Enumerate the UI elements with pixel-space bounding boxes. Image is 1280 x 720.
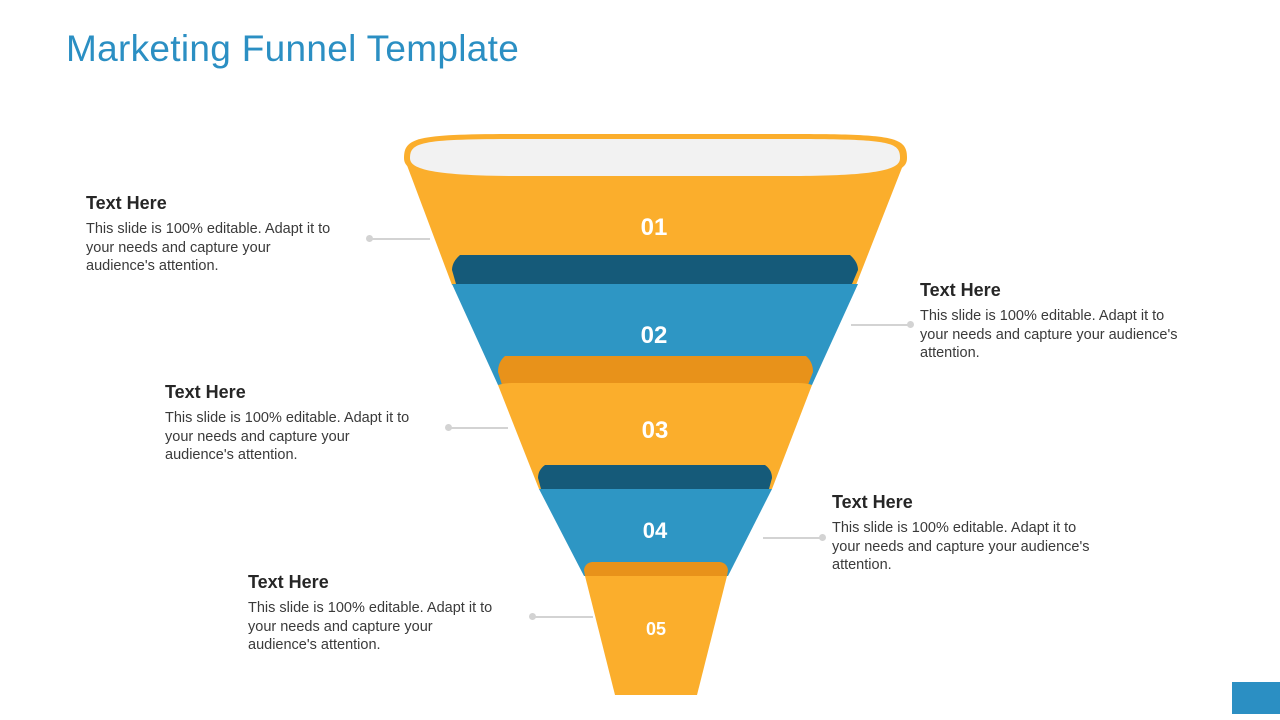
connector-line-2: [851, 324, 911, 326]
funnel-stage-3[interactable]: 03: [498, 356, 813, 489]
text-block-5-body: This slide is 100% editable. Adapt it to…: [248, 600, 493, 653]
connector-dot-5: [529, 613, 536, 620]
connector-line-5: [533, 616, 593, 618]
connector-dot-1: [366, 235, 373, 242]
text-block-2-body: This slide is 100% editable. Adapt it to…: [920, 308, 1178, 361]
text-block-4-body: This slide is 100% editable. Adapt it to…: [832, 520, 1090, 573]
corner-accent: [1232, 682, 1280, 714]
stage-number-2: 02: [641, 322, 668, 349]
funnel-stage-1-rim: [410, 139, 900, 176]
funnel-stage-4-back: [538, 465, 772, 489]
funnel-stage-2-back: [452, 255, 858, 284]
funnel-stage-5-back: [584, 562, 728, 576]
text-block-1: Text Here This slide is 100% editable. A…: [86, 193, 336, 276]
text-block-2: Text Here This slide is 100% editable. A…: [920, 280, 1190, 363]
text-block-4-heading: Text Here: [832, 492, 913, 512]
connector-line-4: [763, 537, 823, 539]
text-block-1-heading: Text Here: [86, 193, 167, 213]
stage-number-3: 03: [642, 417, 669, 444]
connector-line-1: [370, 238, 430, 240]
funnel-stage-5[interactable]: 05: [584, 562, 728, 695]
slide-title: Marketing Funnel Template: [66, 28, 520, 69]
text-block-1-body: This slide is 100% editable. Adapt it to…: [86, 221, 331, 274]
stage-number-1: 01: [641, 214, 668, 241]
text-block-2-heading: Text Here: [920, 280, 1001, 300]
funnel-stage-3-back: [498, 356, 813, 385]
text-block-3: Text Here This slide is 100% editable. A…: [165, 382, 415, 465]
text-block-5: Text Here This slide is 100% editable. A…: [248, 572, 498, 655]
funnel-stage-5-shape: [585, 576, 727, 695]
connector-line-3: [449, 427, 508, 429]
connector-dot-3: [445, 424, 452, 431]
funnel-stage-1[interactable]: 01: [404, 134, 907, 285]
connector-dot-4: [819, 534, 826, 541]
funnel-stage-4[interactable]: 04: [538, 465, 772, 576]
funnel-stage-3-shape: [498, 383, 812, 489]
funnel-stage-4-shape: [539, 489, 772, 576]
stage-number-5: 05: [646, 619, 666, 639]
funnel-stage-1-shape: [405, 160, 905, 285]
text-block-4: Text Here This slide is 100% editable. A…: [832, 492, 1107, 575]
text-block-3-heading: Text Here: [165, 382, 246, 402]
text-block-5-heading: Text Here: [248, 572, 329, 592]
text-block-3-body: This slide is 100% editable. Adapt it to…: [165, 410, 410, 463]
stage-number-4: 04: [643, 518, 668, 543]
connector-dot-2: [907, 321, 914, 328]
